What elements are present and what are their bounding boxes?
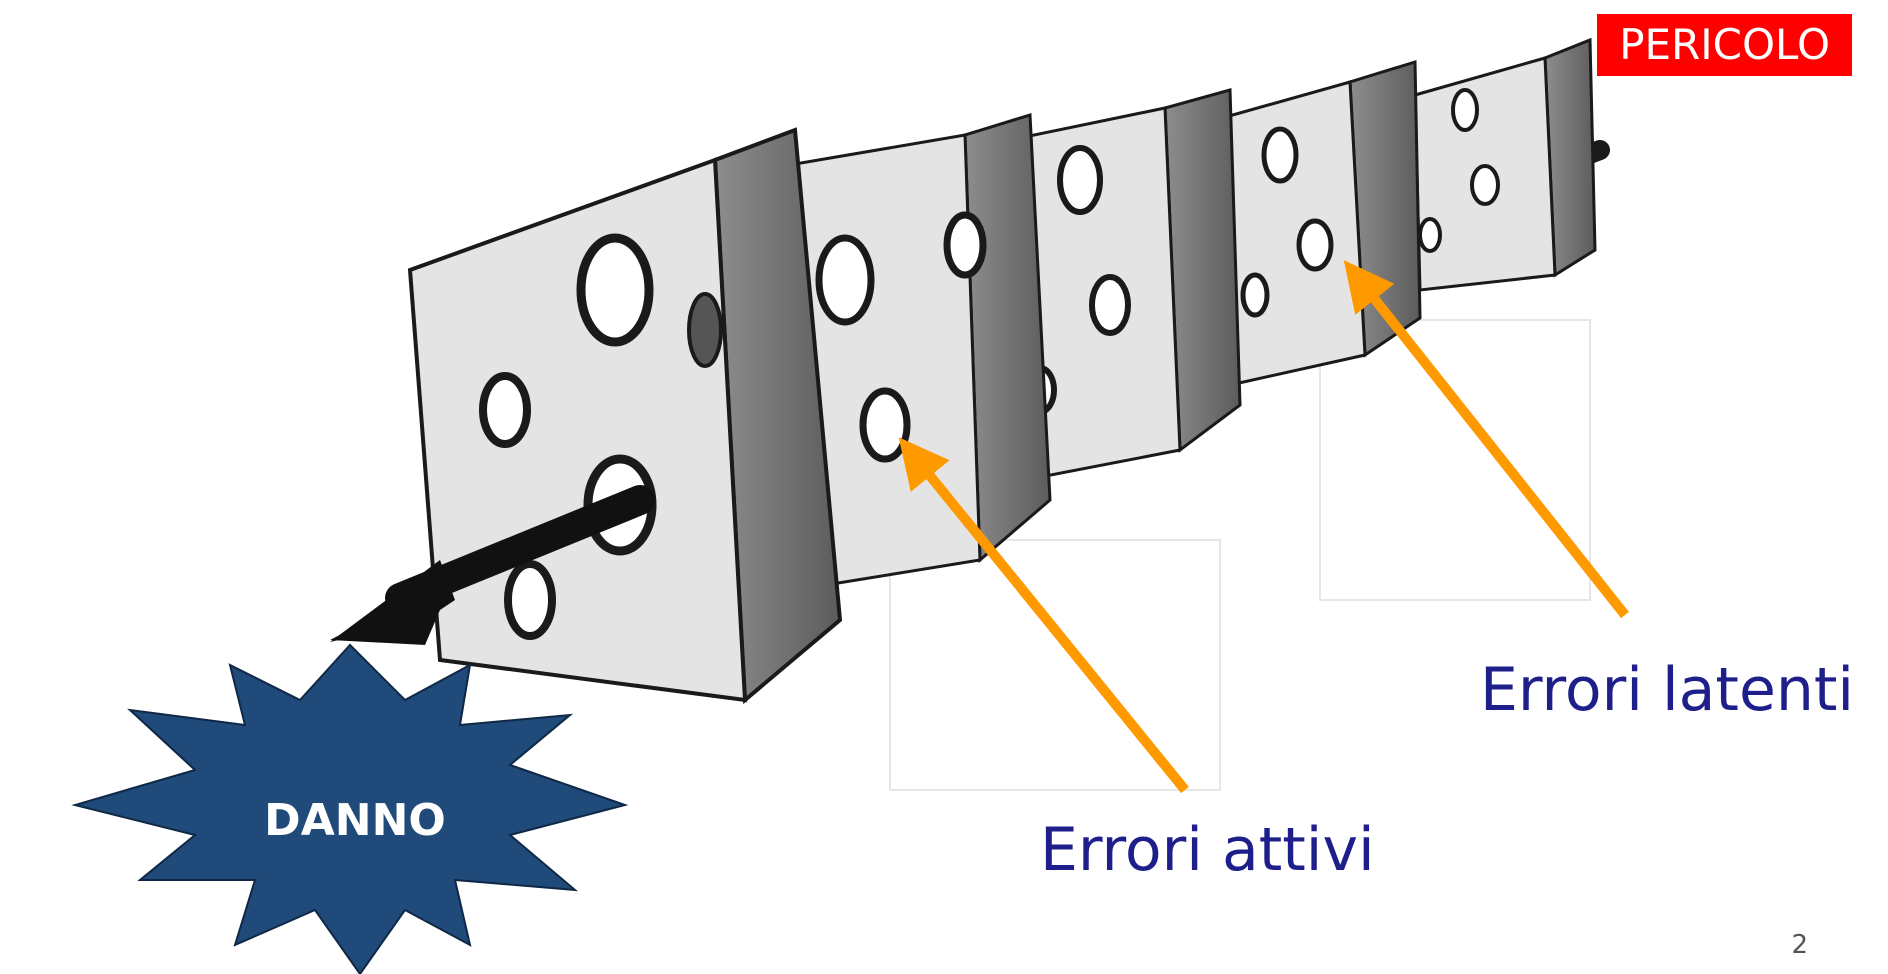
- hazard-arrowhead: [330, 560, 455, 642]
- hazard-arrowhead-tip: [330, 575, 455, 645]
- harm-label: DANNO: [264, 795, 446, 846]
- cheese-slice-3: [1008, 88, 1242, 482]
- active-errors-arrow: [898, 437, 1189, 794]
- active-errors-label: Errori attivi: [1040, 815, 1375, 885]
- harm-starburst: [71, 643, 629, 974]
- latent-errors-arrow: [1343, 260, 1629, 619]
- hazard-badge: PERICOLO: [1597, 14, 1852, 76]
- cheese-slice-5: [1413, 37, 1597, 292]
- page-number: 2: [1791, 930, 1808, 960]
- latent-errors-label: Errori latenti: [1480, 655, 1855, 725]
- background-sketch: [889, 319, 1591, 791]
- cheese-slice-4: [1213, 59, 1422, 387]
- cheese-slice-1: [407, 127, 843, 705]
